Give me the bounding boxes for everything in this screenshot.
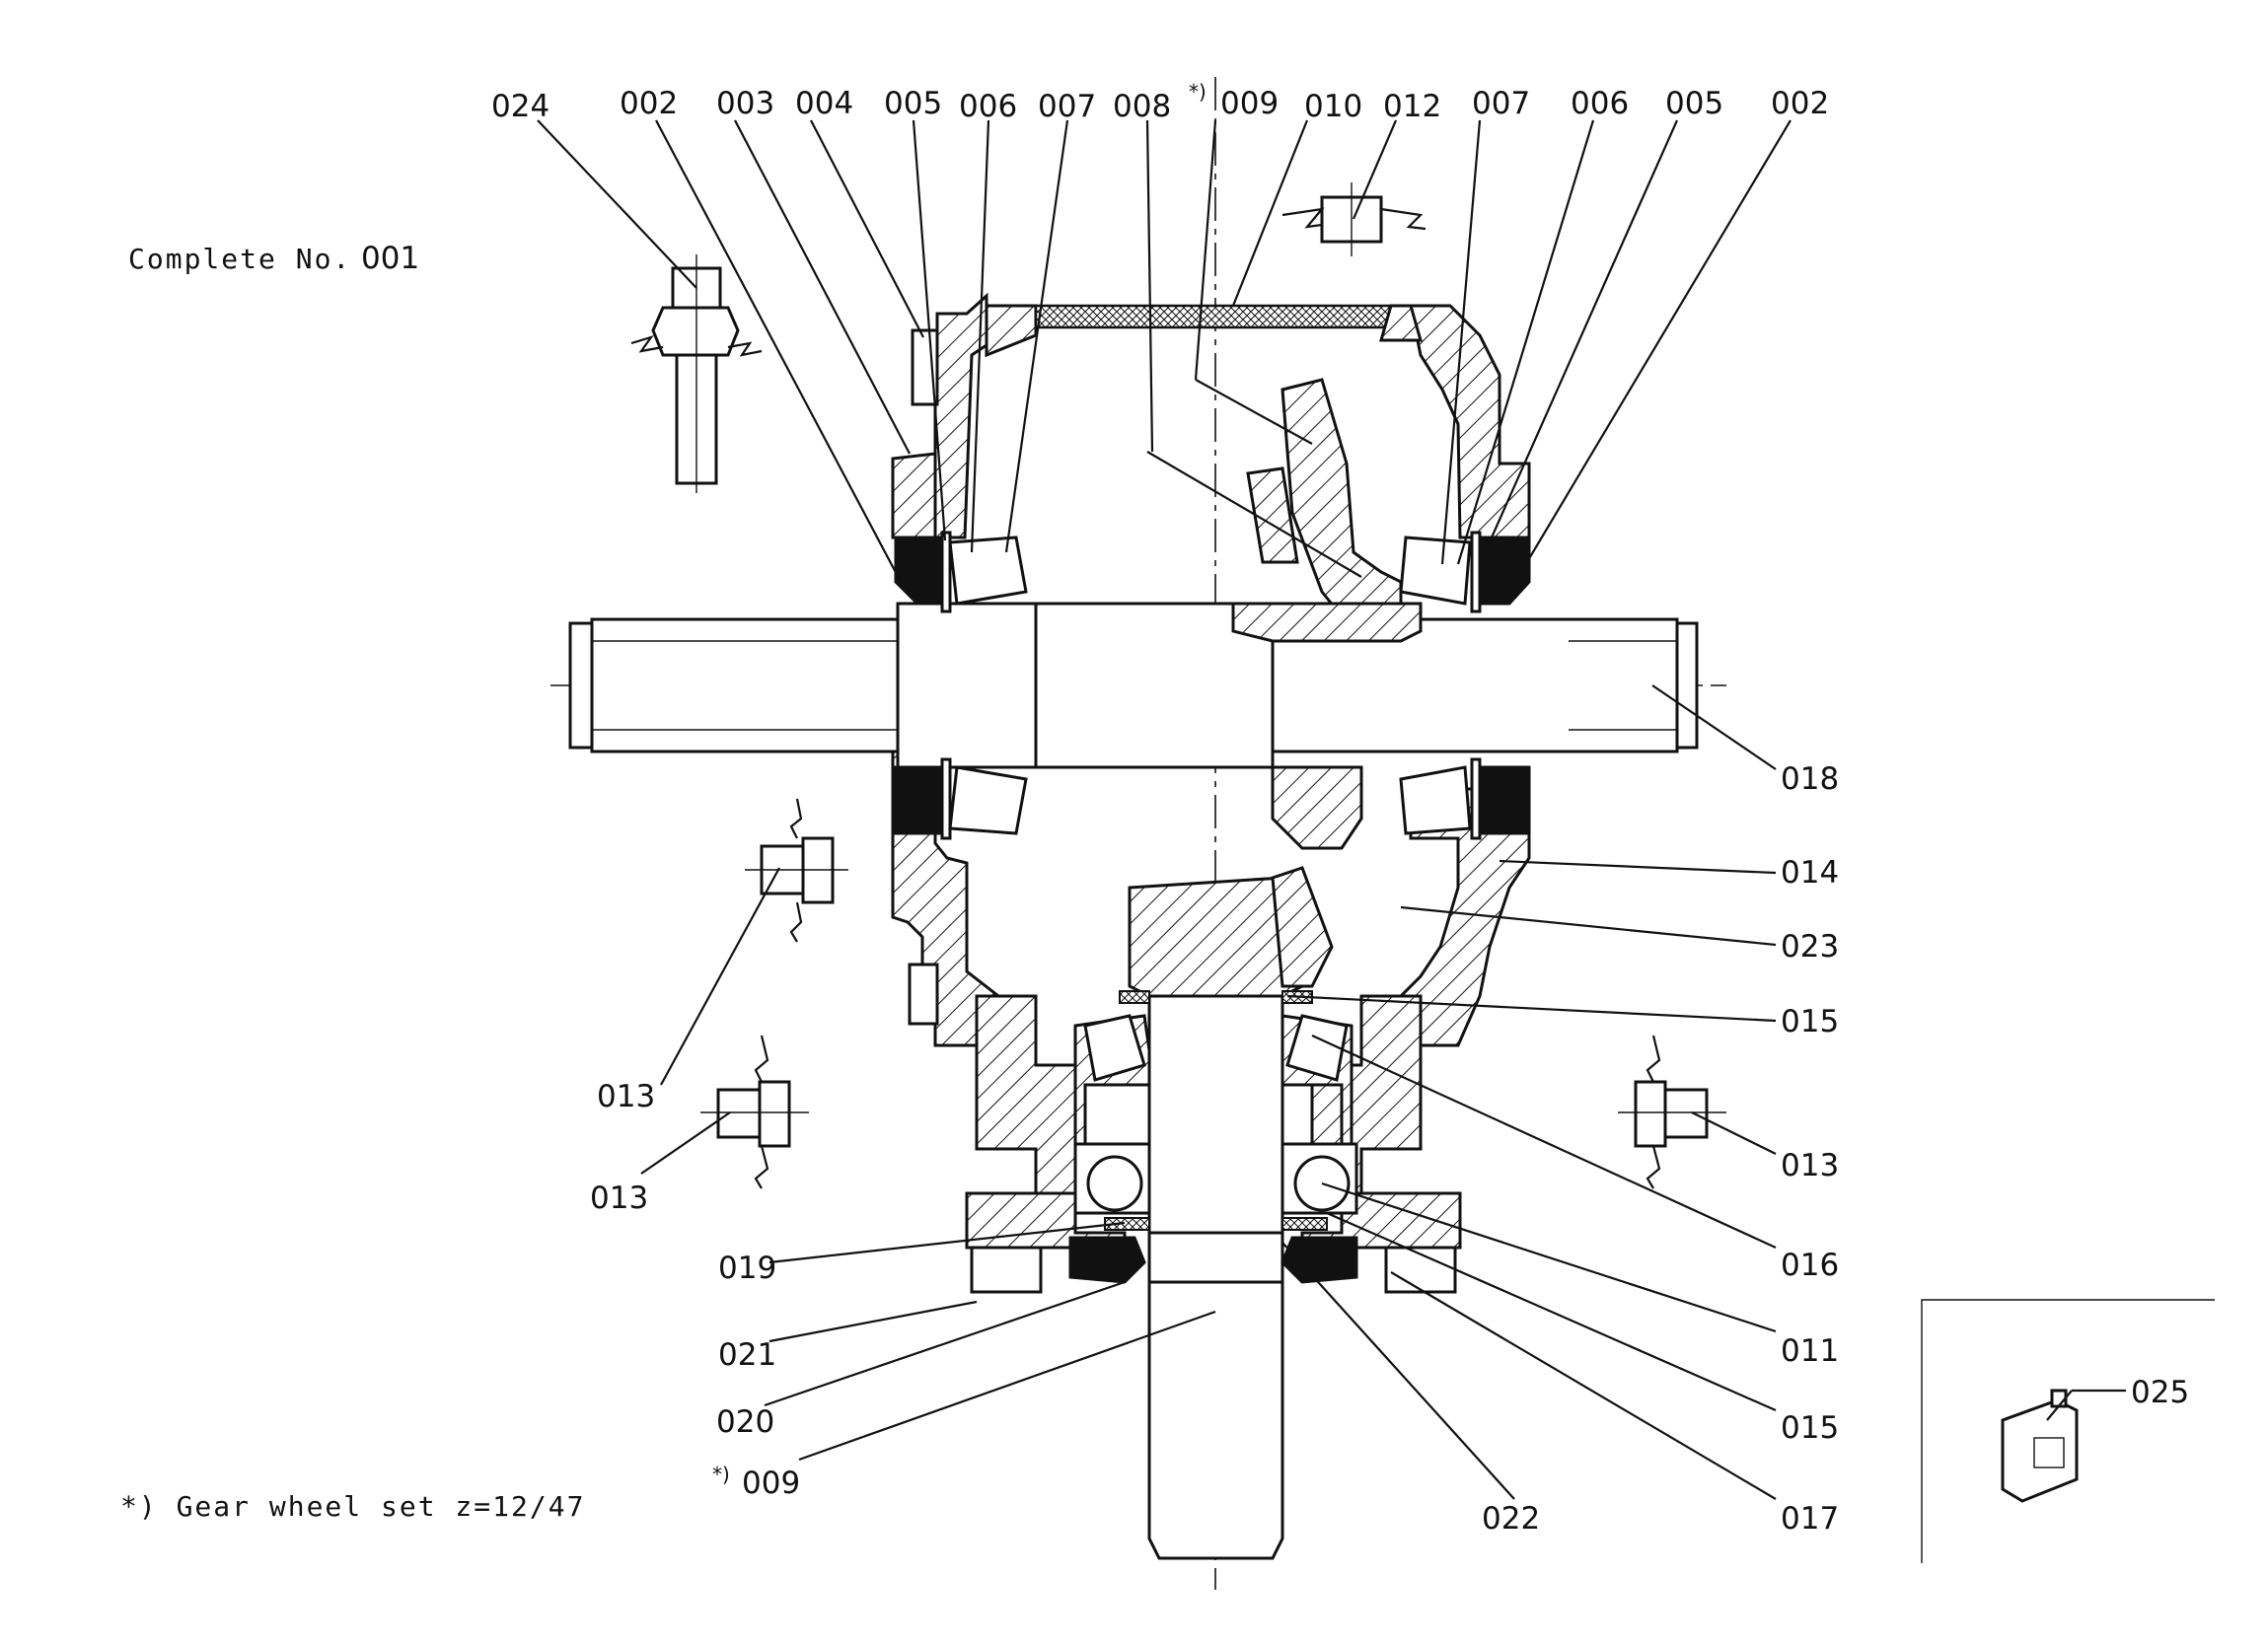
callout-020: 020: [716, 1404, 774, 1440]
vertical-output-shaft: [1147, 994, 1284, 1560]
pinion-tooth-face: [1271, 866, 1334, 988]
ball-bearing-left: [1086, 1155, 1143, 1212]
callout-013: 013: [597, 1079, 655, 1114]
complete-number-note: Complete No. 001: [128, 241, 419, 276]
callout-016: 016: [1781, 1248, 1839, 1283]
callout-013: 013: [590, 1181, 648, 1216]
callout-006: 006: [1571, 86, 1629, 121]
callout-019: 019: [718, 1251, 776, 1286]
callout-021: 021: [718, 1337, 776, 1373]
callout-005: 005: [884, 86, 942, 121]
callout-005: 005: [1665, 86, 1723, 121]
detail-013-right: [1618, 1035, 1726, 1189]
left-bearing-seal-stack: [894, 531, 1028, 840]
crown-bevel-gear: [1231, 378, 1423, 850]
callout-017: 017: [1781, 1501, 1839, 1537]
callout-009-star: *): [712, 1463, 730, 1486]
callout-009-star: *): [1189, 80, 1207, 104]
callout-014: 014: [1781, 855, 1839, 891]
callout-006: 006: [959, 89, 1017, 124]
detail-024-vent-plug: [630, 254, 763, 493]
callout-004: 004: [795, 86, 853, 121]
callout-003: 003: [716, 86, 774, 121]
detail-025-oil-container: [1921, 1299, 2215, 1563]
callout-002: 002: [1771, 86, 1829, 121]
callout-009: 009: [1220, 86, 1279, 121]
horizontal-input-shaft: [568, 602, 1699, 769]
complete-label: Complete No.: [128, 243, 351, 275]
callout-024: 024: [491, 89, 549, 124]
callout-025: 025: [2131, 1375, 2189, 1410]
right-bearing-seal-stack: [1399, 531, 1531, 840]
callout-012: 012: [1383, 89, 1441, 124]
callout-018: 018: [1781, 761, 1839, 797]
callout-007: 007: [1038, 89, 1096, 124]
callout-015: 015: [1781, 1004, 1839, 1039]
callout-labels: 024 002 003 004 005 006 007 008 *) 009 0…: [491, 80, 2189, 1537]
callout-011: 011: [1781, 1333, 1839, 1369]
callout-010: 010: [1304, 89, 1362, 124]
gearbox-housing: [891, 292, 1531, 1294]
detail-013-left-lower: [700, 1035, 809, 1189]
callout-015: 015: [1781, 1410, 1839, 1446]
callout-013: 013: [1781, 1148, 1839, 1183]
cover-bolt-left: [970, 1246, 1043, 1294]
detail-013-left-upper: [745, 798, 848, 943]
callout-022: 022: [1482, 1501, 1540, 1537]
callout-002: 002: [620, 86, 678, 121]
detail-012-plug: [1281, 182, 1427, 256]
housing-bolt-lower: [908, 963, 939, 1026]
gear-set-footnote: *) Gear wheel set z=12/47: [120, 1490, 585, 1523]
callout-009: 009: [742, 1466, 800, 1501]
callout-008: 008: [1113, 89, 1171, 124]
callout-023: 023: [1781, 929, 1839, 965]
callout-007: 007: [1472, 86, 1530, 121]
complete-number: 001: [361, 241, 419, 276]
top-cover-plate: [985, 304, 1423, 358]
leader-lines: [537, 119, 2126, 1500]
